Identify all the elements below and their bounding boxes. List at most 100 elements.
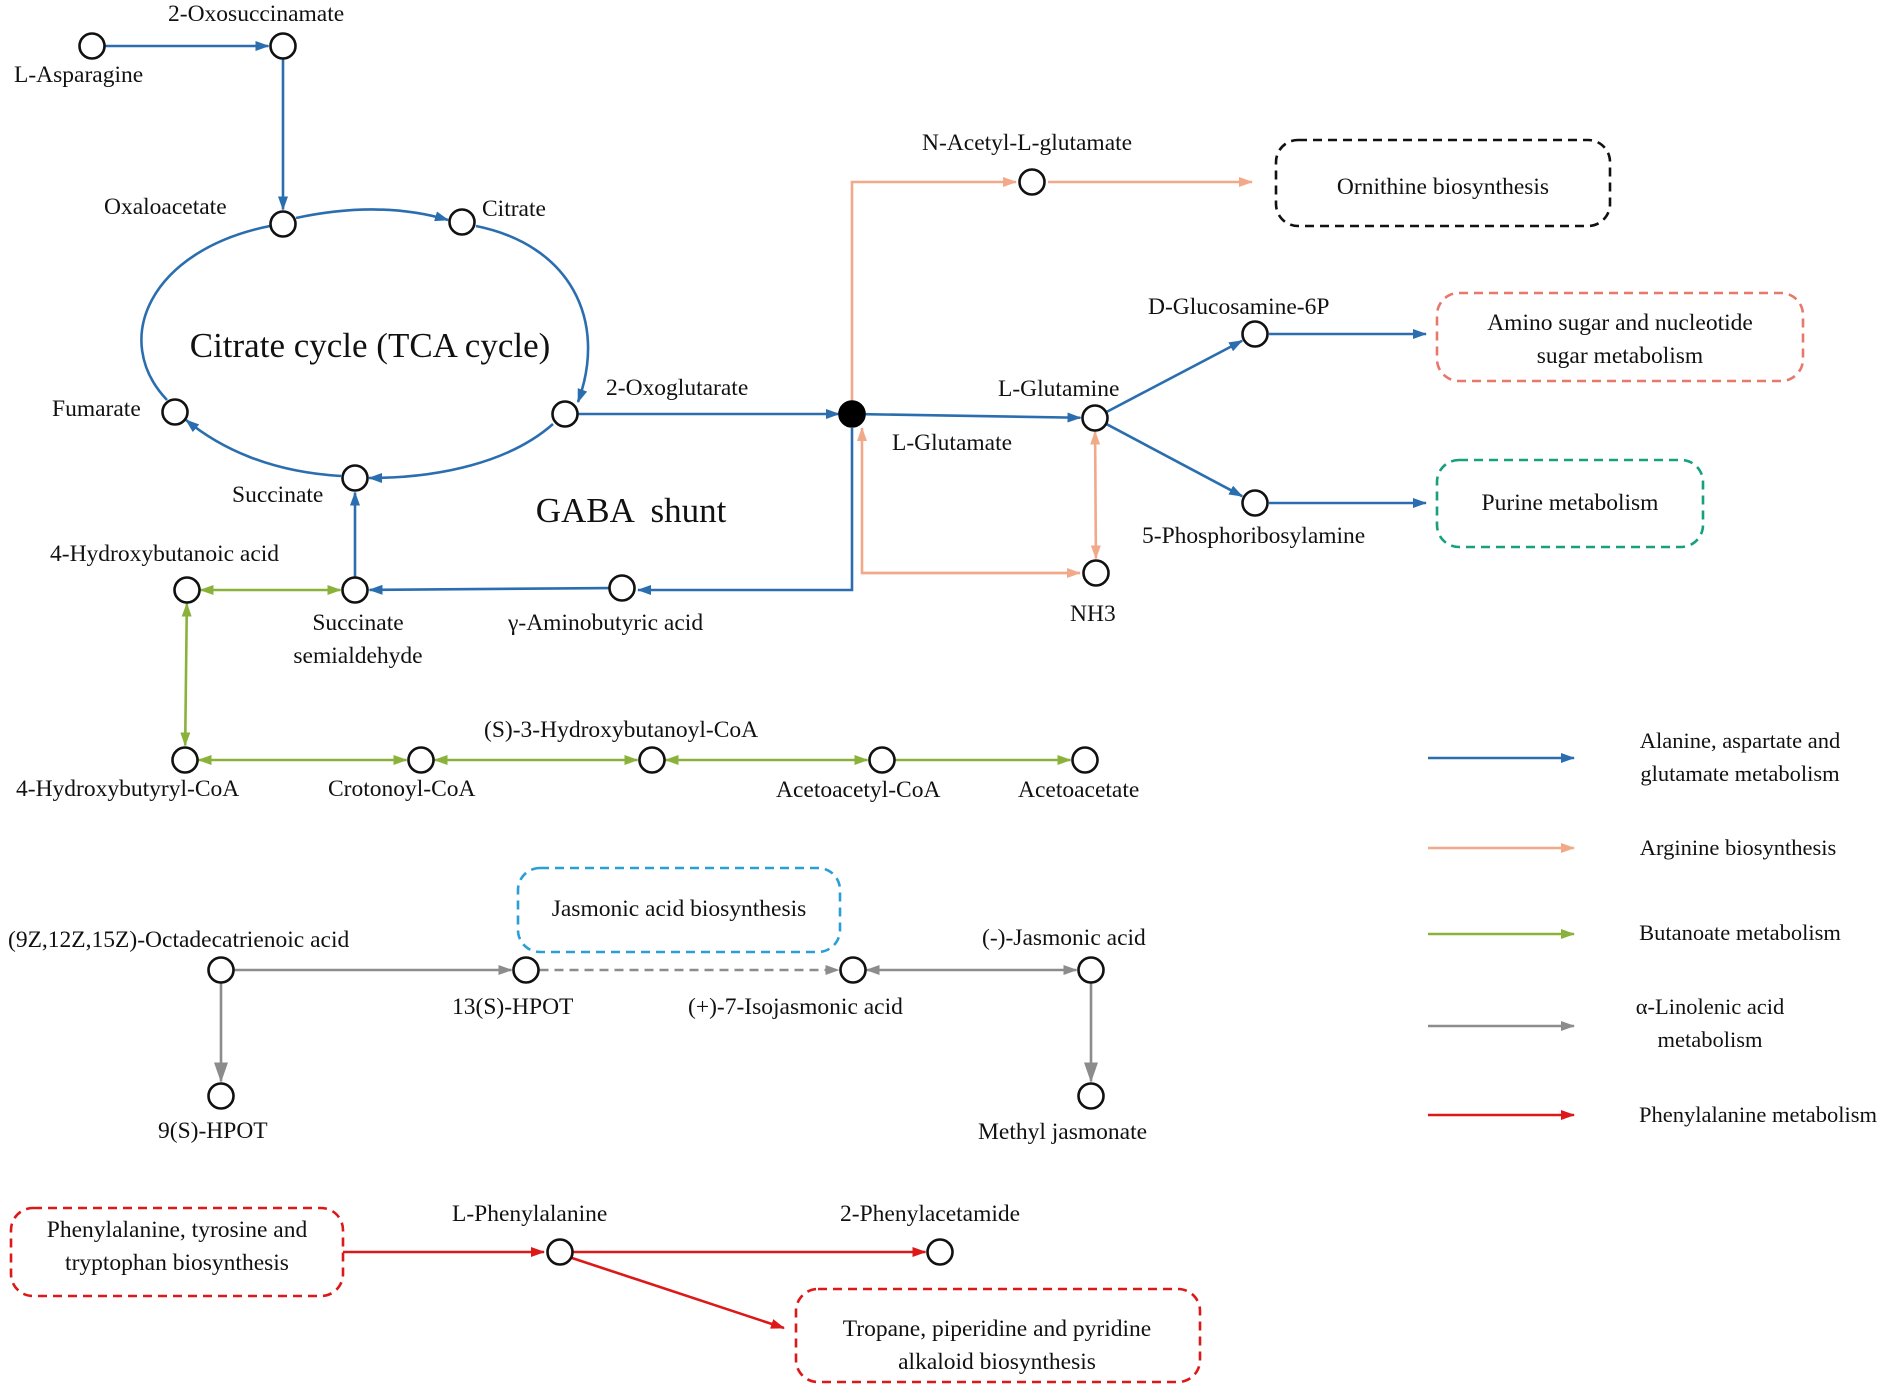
tropane-box[interactable]: [794, 1287, 1202, 1384]
label-hpot-13s: 13(S)-HPOT: [452, 994, 573, 1020]
node-pac: [926, 1238, 954, 1266]
jasmonic-box[interactable]: [516, 866, 842, 954]
label-hpot-9s: 9(S)-HPOT: [158, 1118, 268, 1144]
label-n-acetyl-glutamate: N-Acetyl-L-glutamate: [922, 130, 1132, 156]
pathway-edges: [105, 41, 1427, 1330]
label-l-glutamate: L-Glutamate: [892, 430, 1012, 456]
legend-label-alanine-1: Alanine, aspartate and: [1640, 728, 1841, 753]
label-jasmonic-acid: (-)-Jasmonic acid: [982, 925, 1146, 951]
edge-gaba-ssa: [368, 584, 609, 595]
edge-fum-oaa: [140, 224, 271, 401]
edge-cit-og: [475, 224, 590, 403]
node-aacoa: [868, 746, 896, 774]
edge-phe-tropane: [571, 1256, 785, 1330]
node-ode: [207, 956, 235, 984]
label-octadecatrienoic-acid: (9Z,12Z,15Z)-Octadecatrienoic acid: [8, 927, 349, 953]
label-oxoglutarate: 2-Oxoglutarate: [606, 375, 748, 401]
node-glu: [838, 400, 866, 428]
label-crotonoyl-coa: Crotonoyl-CoA: [328, 776, 476, 802]
edge-glu-glm: [864, 412, 1082, 423]
node-oxo: [269, 32, 297, 60]
node-fum: [161, 398, 189, 426]
label-succinate: Succinate: [232, 482, 323, 508]
node-ssa: [341, 576, 369, 604]
ornithine-box: [1274, 138, 1612, 228]
label-d-glucosamine-6p: D-Glucosamine-6P: [1148, 294, 1329, 320]
label-succinate-semialdehyde-2: semialdehyde: [293, 643, 422, 669]
edge-og-suc: [368, 423, 554, 483]
gaba-shunt-label: GABA shunt: [536, 491, 727, 530]
node-nag: [1018, 168, 1046, 196]
pathway-boxes: Ornithine biosynthesis Amino sugar and n…: [9, 138, 1805, 1384]
node-gaba: [608, 574, 636, 602]
label-phenylacetamide: 2-Phenylacetamide: [840, 1201, 1020, 1227]
label-l-asparagine: L-Asparagine: [14, 62, 143, 88]
legend-label-alanine-2: glutamate metabolism: [1640, 761, 1840, 786]
node-hba: [173, 576, 201, 604]
label-methyl-jasmonate: Methyl jasmonate: [978, 1119, 1147, 1145]
node-cit: [448, 208, 476, 236]
tropane-label-1: Tropane, piperidine and pyridine: [843, 1316, 1151, 1342]
label-succinate-semialdehyde-1: Succinate: [312, 610, 403, 636]
phe-tyr-trp-box[interactable]: [9, 1206, 345, 1298]
label-gaba: γ-Aminobutyric acid: [507, 610, 703, 636]
node-crot: [407, 746, 435, 774]
label-phosphoribosylamine: 5-Phosphoribosylamine: [1142, 523, 1365, 549]
legend-label-butanoate: Butanoate metabolism: [1639, 920, 1841, 945]
label-oxosuccinamate: 2-Oxosuccinamate: [168, 1, 344, 27]
metabolite-nodes: [78, 32, 1269, 1266]
label-l-glutamine: L-Glutamine: [998, 376, 1119, 402]
node-iso: [839, 956, 867, 984]
edge-glu-gaba: [637, 428, 854, 595]
node-mj: [1077, 1082, 1105, 1110]
node-glm: [1081, 404, 1109, 432]
node-phe: [546, 1238, 574, 1266]
legend-label-linolenic-2: metabolism: [1658, 1027, 1763, 1052]
edge-glm-nh3: [1090, 430, 1101, 560]
legend-label-phenylalanine: Phenylalanine metabolism: [1639, 1102, 1878, 1127]
edge-suc-fum: [185, 418, 342, 478]
label-l-phenylalanine: L-Phenylalanine: [452, 1201, 607, 1227]
label-acetoacetyl-coa: Acetoacetyl-CoA: [776, 777, 940, 803]
edge-oaa-cit: [295, 208, 449, 222]
purine-box[interactable]: [1435, 458, 1705, 549]
node-og: [551, 400, 579, 428]
label-isojasmonic-acid: (+)-7-Isojasmonic acid: [688, 994, 903, 1020]
edge-glu-nag: [850, 177, 1017, 402]
phe-tyr-trp-label-2: tryptophan biosynthesis: [65, 1250, 289, 1276]
jasmonic-label: Jasmonic acid biosynthesis: [552, 896, 807, 922]
node-hpot9: [207, 1082, 235, 1110]
node-aac: [1071, 746, 1099, 774]
node-hbcoa: [171, 746, 199, 774]
tropane-label-2: alkaloid biosynthesis: [898, 1349, 1096, 1375]
node-suc: [341, 464, 369, 492]
ornithine-label: Ornithine biosynthesis: [1337, 174, 1549, 200]
node-oaa: [269, 210, 297, 238]
edge-hba-hbcoa: [180, 602, 192, 747]
legend-label-arginine: Arginine biosynthesis: [1640, 835, 1836, 860]
node-asn: [78, 32, 106, 60]
node-nh3: [1082, 559, 1110, 587]
label-hydroxybutyryl-coa: 4-Hydroxybutyryl-CoA: [16, 776, 239, 802]
node-hbucoa: [638, 746, 666, 774]
label-hydroxybutanoic-acid: 4-Hydroxybutanoic acid: [50, 541, 279, 567]
label-acetoacetate: Acetoacetate: [1018, 777, 1139, 803]
legend-label-linolenic-1: α-Linolenic acid: [1636, 994, 1785, 1019]
node-hpot13: [512, 956, 540, 984]
amino-sugar-label-1: Amino sugar and nucleotide: [1487, 310, 1753, 336]
edge-glm-prba: [1106, 423, 1244, 498]
node-ja: [1077, 956, 1105, 984]
edge-glm-g6p: [1106, 339, 1244, 413]
metabolite-labels: L-Asparagine 2-Oxosuccinamate Oxaloaceta…: [8, 1, 1365, 1227]
node-prba: [1241, 489, 1269, 517]
label-citrate: Citrate: [482, 196, 546, 222]
legend: Alanine, aspartate and glutamate metabol…: [1428, 728, 1878, 1127]
tca-cycle-title: Citrate cycle (TCA cycle): [190, 326, 551, 365]
label-oxaloacetate: Oxaloacetate: [104, 194, 227, 220]
label-hydroxybutanoyl-coa: (S)-3-Hydroxybutanoyl-CoA: [484, 717, 758, 743]
amino-sugar-label-2: sugar metabolism: [1537, 343, 1703, 369]
label-fumarate: Fumarate: [52, 396, 141, 422]
amino-sugar-box[interactable]: [1435, 291, 1805, 383]
purine-label: Purine metabolism: [1482, 490, 1659, 516]
